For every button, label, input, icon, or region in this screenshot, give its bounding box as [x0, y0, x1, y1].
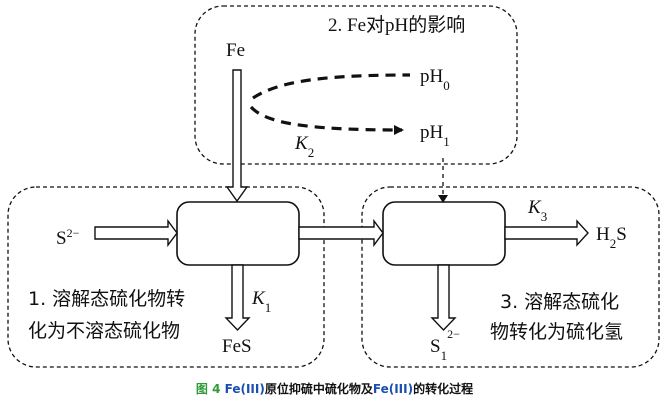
caption-fe-1: Fe(III) [224, 382, 265, 396]
ph0-dashed-curve [252, 73, 411, 100]
transfer-arrow [298, 218, 384, 248]
k2-label: K2 [294, 133, 314, 160]
caption-figure-number: 图 4 [195, 382, 221, 396]
sulfide-input-arrow [94, 218, 178, 248]
region-2-box [194, 5, 518, 165]
fes-label: FeS [222, 336, 252, 357]
caption-middle: 原位抑硫中硫化物及 [264, 382, 373, 396]
ph1-dashed-curve [249, 105, 404, 135]
region-1-box [7, 186, 325, 368]
h2s-output-arrow [504, 219, 589, 247]
figure-caption: 图 4 Fe(III)原位抑硫中硫化物及Fe(III)的转化过程 [0, 380, 669, 397]
s1-output-arrow [430, 264, 457, 332]
h2s-label: H2S [596, 224, 627, 251]
fes-output-arrow [224, 264, 251, 332]
caption-end: 的转化过程 [413, 382, 474, 396]
ph1-label: pH1 [420, 122, 450, 149]
sulfide-input-label: S2− [56, 226, 80, 249]
region-3-box [361, 186, 660, 368]
process-diagram: 2. Fe对pH的影响 1. 溶解态硫化物转 化为不溶态硫化物 3. 溶解态硫化… [7, 5, 660, 368]
k1-label: K1 [251, 288, 271, 315]
fe-label: Fe [226, 40, 245, 61]
ph-influence-arrowhead [438, 195, 448, 203]
region-3-title-line2: 物转化为硫化氢 [490, 321, 623, 343]
reactor-box-1 [176, 201, 300, 266]
caption-fe-2: Fe(III) [372, 382, 414, 396]
ph0-label: pH0 [420, 66, 450, 93]
region-1-title-line2: 化为不溶态硫化物 [28, 320, 180, 342]
reactor-box-2 [382, 201, 506, 266]
k3-label: K3 [527, 197, 547, 224]
region-1-title-line1: 1. 溶解态硫化物转 [28, 288, 185, 310]
region-3-title-line1: 3. 溶解态硫化 [500, 291, 619, 313]
s1-label: S12− [430, 327, 460, 363]
fe-input-arrow [225, 69, 249, 203]
region-2-title: 2. Fe对pH的影响 [328, 14, 465, 36]
